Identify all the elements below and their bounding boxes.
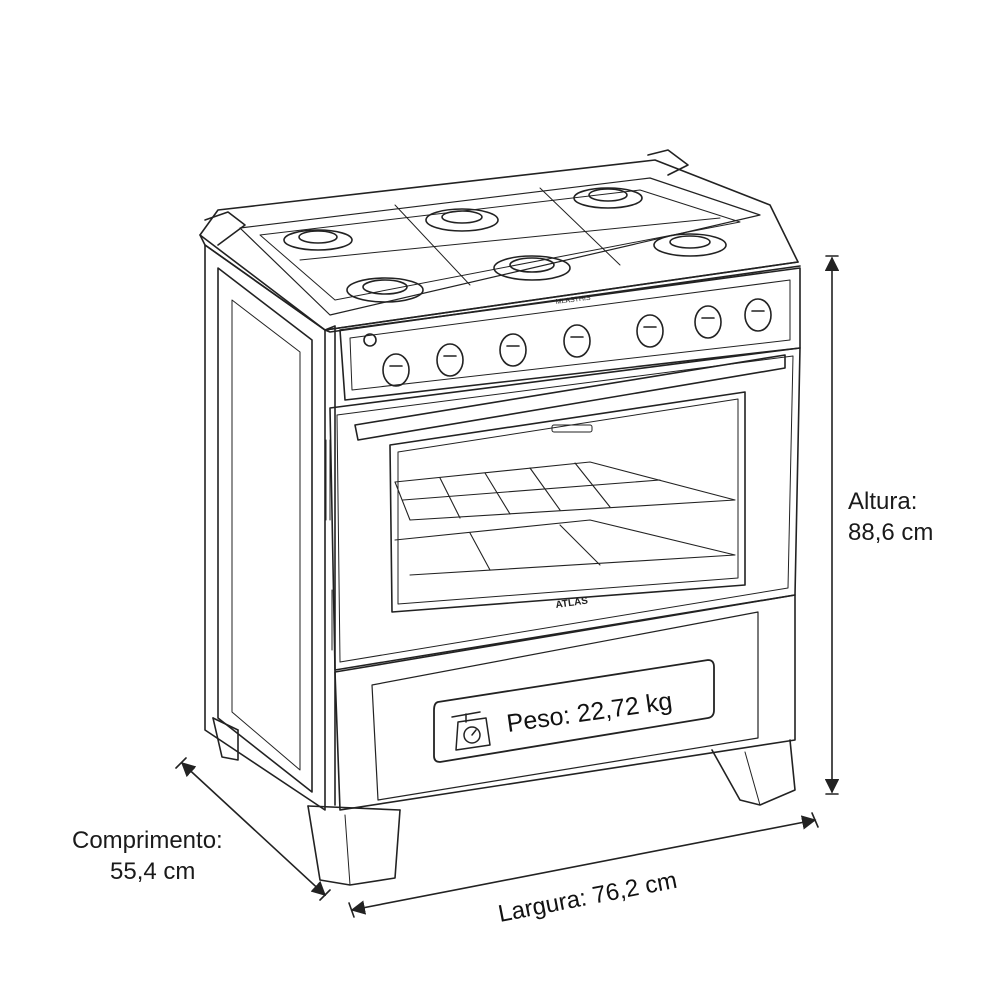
burner [425,208,499,232]
brand-badge [551,424,593,433]
oven-rack [394,461,736,576]
scale-icon [451,711,491,751]
burner [493,255,571,281]
control-panel [339,267,801,401]
cooktop [199,149,801,333]
knob [636,314,664,348]
igniter-button [363,333,377,347]
burner [346,277,424,303]
door-handle [354,354,786,441]
side-panel [204,244,336,811]
knob [563,324,591,358]
knob [499,333,527,367]
control-panel-text: MLASTHIS [555,295,591,306]
height-value: 88,6 cm [848,519,934,546]
burner [573,187,643,209]
drawer [334,594,796,811]
weight-label-box [433,659,715,763]
depth-dimension-line [180,762,327,896]
knob [436,343,464,377]
oven-door [325,347,801,671]
height-label: Altura: [848,488,918,515]
leg-left-back [212,717,239,761]
weight-label: Peso: 22,72 kg [505,687,674,738]
width-dimension-line [350,815,817,915]
knob [744,298,772,332]
leg-front-left [307,805,401,886]
knob [382,353,410,387]
oven-window [389,391,746,613]
depth-value: 55,4 cm [110,858,196,885]
burner [283,229,353,251]
burners [283,187,727,303]
leg-front-right [711,739,796,806]
burner [653,233,727,257]
dimension-arrow-icon [175,255,840,918]
knob [694,305,722,339]
knobs [363,298,772,387]
door-vents [325,439,333,651]
depth-label: Comprimento: [72,827,223,854]
brand-logo: ATLAS [555,595,589,610]
